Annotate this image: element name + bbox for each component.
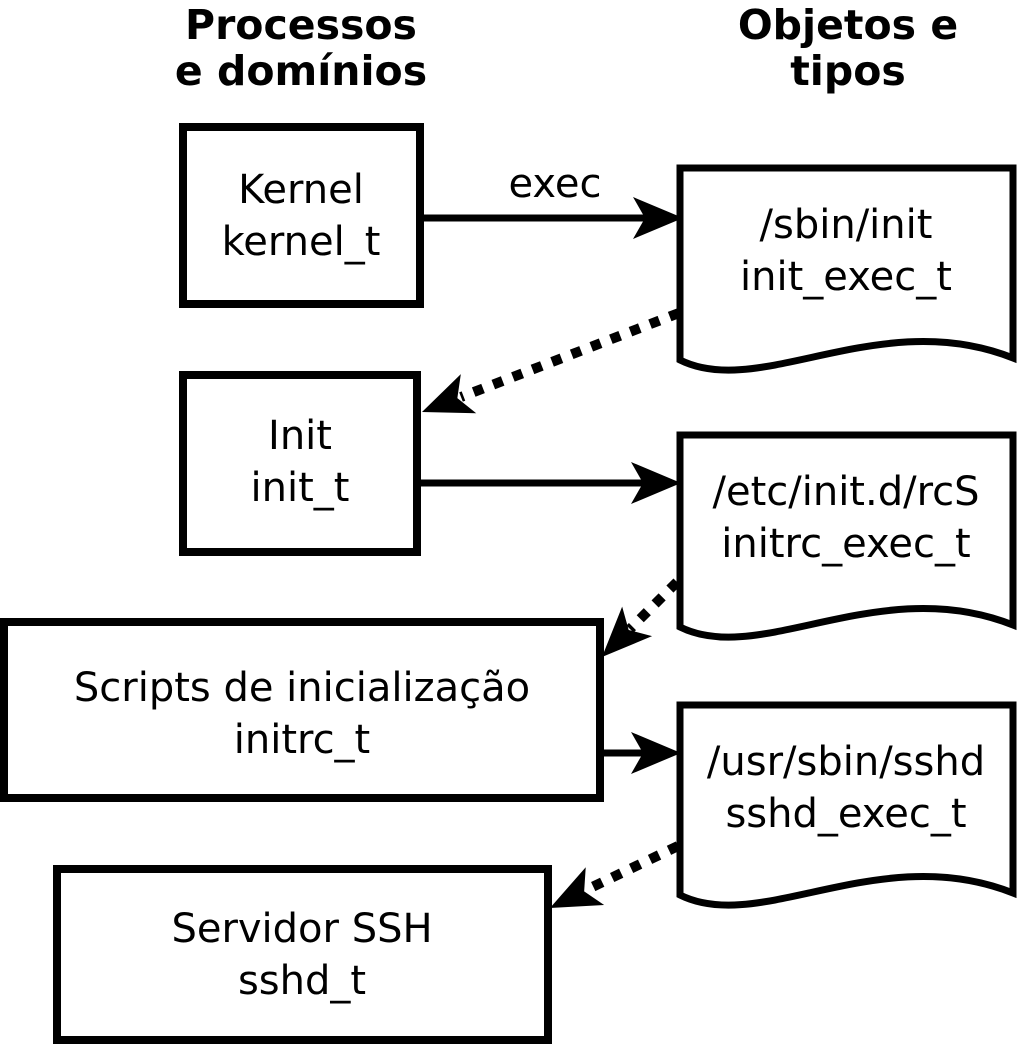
process-init-name: Init — [268, 413, 332, 459]
transition-arrow-sshd-line — [583, 841, 681, 895]
object-doc-sshd-exec — [676, 701, 1017, 909]
transition-arrow-initrc-line — [626, 578, 681, 633]
transition-arrow-init-head-icon — [422, 374, 477, 414]
exec-arrow-label: exec — [509, 161, 602, 207]
process-box-kernel — [179, 123, 424, 308]
object-sshd-exec-path: /usr/sbin/sshd — [707, 739, 985, 785]
column-title-processes-line2: e domínios — [175, 47, 427, 95]
transition-arrow-init-line — [459, 308, 681, 402]
object-doc-init-exec — [676, 164, 1017, 374]
process-kernel-domain: kernel_t — [222, 219, 381, 265]
transition-arrow-sshd-head-icon — [550, 867, 605, 908]
object-initrc-exec-path: /etc/init.d/rcS — [712, 469, 979, 515]
object-doc-initrc-exec — [676, 431, 1017, 641]
object-init-exec-type: init_exec_t — [740, 254, 952, 300]
column-title-objects-line2: tipos — [790, 47, 906, 95]
process-init-domain: init_t — [251, 465, 350, 511]
process-box-sshd — [53, 865, 552, 1044]
object-sshd-exec-type: sshd_exec_t — [725, 791, 966, 837]
transition-arrow-initrc-head-icon — [602, 606, 653, 657]
process-sshd-name: Servidor SSH — [171, 906, 432, 952]
column-title-objects-line1: Objetos e — [738, 1, 958, 49]
process-initrc-domain: initrc_t — [234, 717, 371, 763]
exec-arrow-initrc-head-icon — [631, 732, 681, 774]
process-kernel-name: Kernel — [238, 167, 364, 213]
process-initrc-name: Scripts de inicialização — [74, 665, 530, 711]
object-init-exec-path: /sbin/init — [760, 202, 933, 248]
process-box-initrc — [0, 618, 604, 802]
object-initrc-exec-type: initrc_exec_t — [721, 521, 970, 567]
exec-arrow-kernel-head-icon — [633, 197, 683, 239]
column-title-processes-line1: Processos — [185, 1, 417, 49]
process-box-init — [179, 371, 421, 556]
exec-arrow-init-head-icon — [631, 462, 681, 504]
process-sshd-domain: sshd_t — [238, 958, 366, 1004]
